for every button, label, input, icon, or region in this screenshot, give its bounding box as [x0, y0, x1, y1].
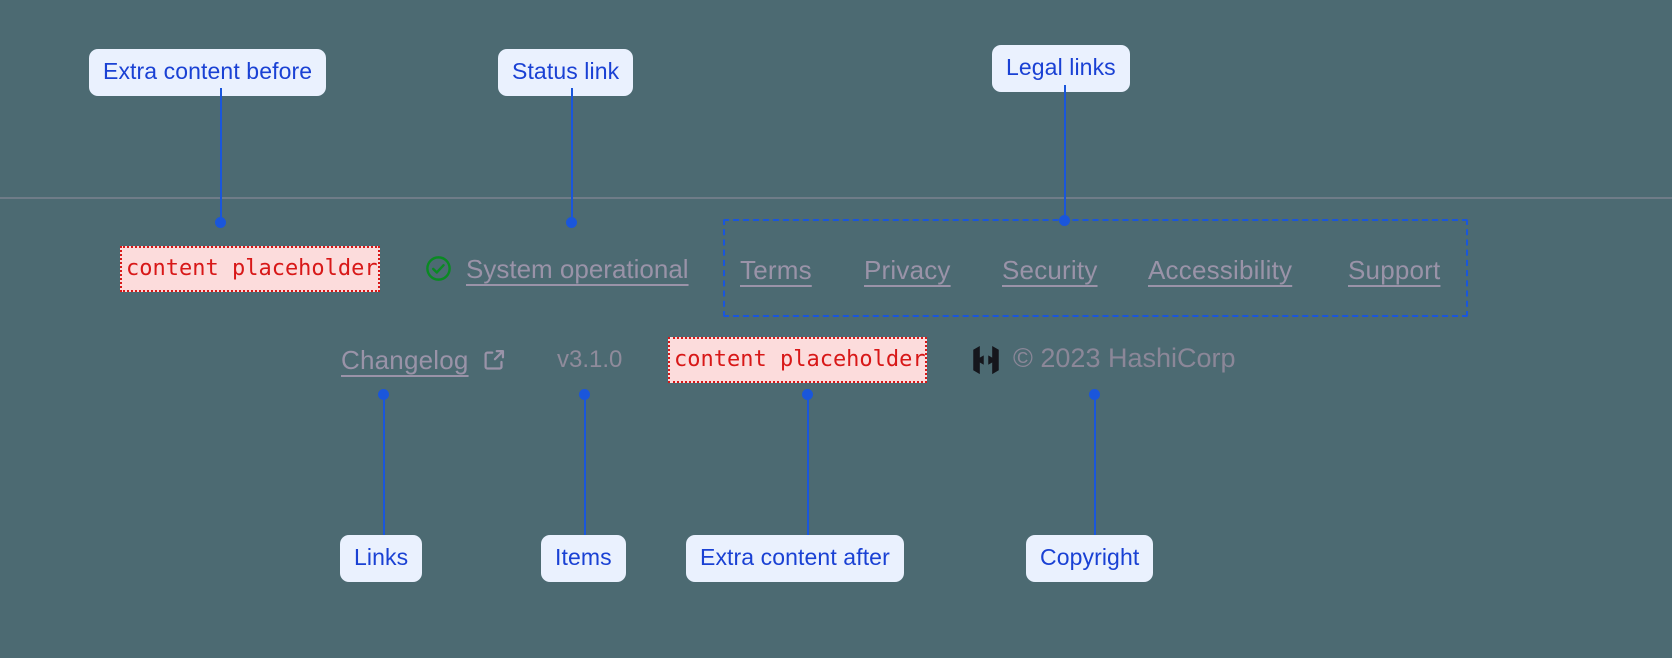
annotation-extra-content-after: Extra content after — [686, 535, 904, 582]
footer-copyright-text: © 2023 HashiCorp — [1013, 343, 1236, 373]
annotation-items: Items — [541, 535, 626, 582]
footer-status-label: System operational — [466, 253, 689, 284]
connector-copyright — [1094, 394, 1096, 535]
footer-legal-link-security[interactable]: Security — [1002, 255, 1098, 285]
hashicorp-logo-icon — [973, 345, 999, 375]
connector-items — [584, 394, 586, 535]
connector-links — [383, 394, 385, 535]
legal-links-region-highlight — [723, 219, 1468, 317]
annotation-copyright: Copyright — [1026, 535, 1154, 582]
connector-legal-links — [1064, 85, 1066, 219]
footer-placeholder-before: content placeholder — [120, 246, 380, 292]
footer-changelog-link[interactable]: Changelog — [341, 346, 508, 373]
connector-extra-content-after — [807, 394, 809, 535]
connector-dot-status-link — [566, 217, 577, 228]
footer-changelog-label: Changelog — [341, 344, 469, 375]
annotation-legal-links: Legal links — [992, 45, 1130, 92]
check-circle-icon — [426, 256, 451, 281]
footer-version-text: v3.1.0 — [557, 346, 623, 373]
footer-legal-link-terms[interactable]: Terms — [740, 255, 812, 285]
external-link-icon — [484, 349, 504, 370]
connector-extra-content-before — [220, 88, 222, 223]
footer-status-link[interactable]: System operational — [424, 254, 689, 283]
connector-status-link — [571, 88, 573, 223]
footer-legal-link-accessibility[interactable]: Accessibility — [1148, 255, 1293, 285]
footer-top-separator — [0, 197, 1672, 199]
annotation-links: Links — [340, 535, 423, 582]
annotation-status-link: Status link — [498, 49, 634, 96]
connector-dot-legal-links — [1059, 215, 1070, 226]
footer-placeholder-after: content placeholder — [668, 337, 927, 383]
connector-dot-extra-content-before — [215, 217, 226, 228]
footer-legal-link-privacy[interactable]: Privacy — [864, 255, 951, 285]
footer-legal-link-support[interactable]: Support — [1348, 255, 1441, 285]
annotation-extra-content-before: Extra content before — [89, 49, 327, 96]
